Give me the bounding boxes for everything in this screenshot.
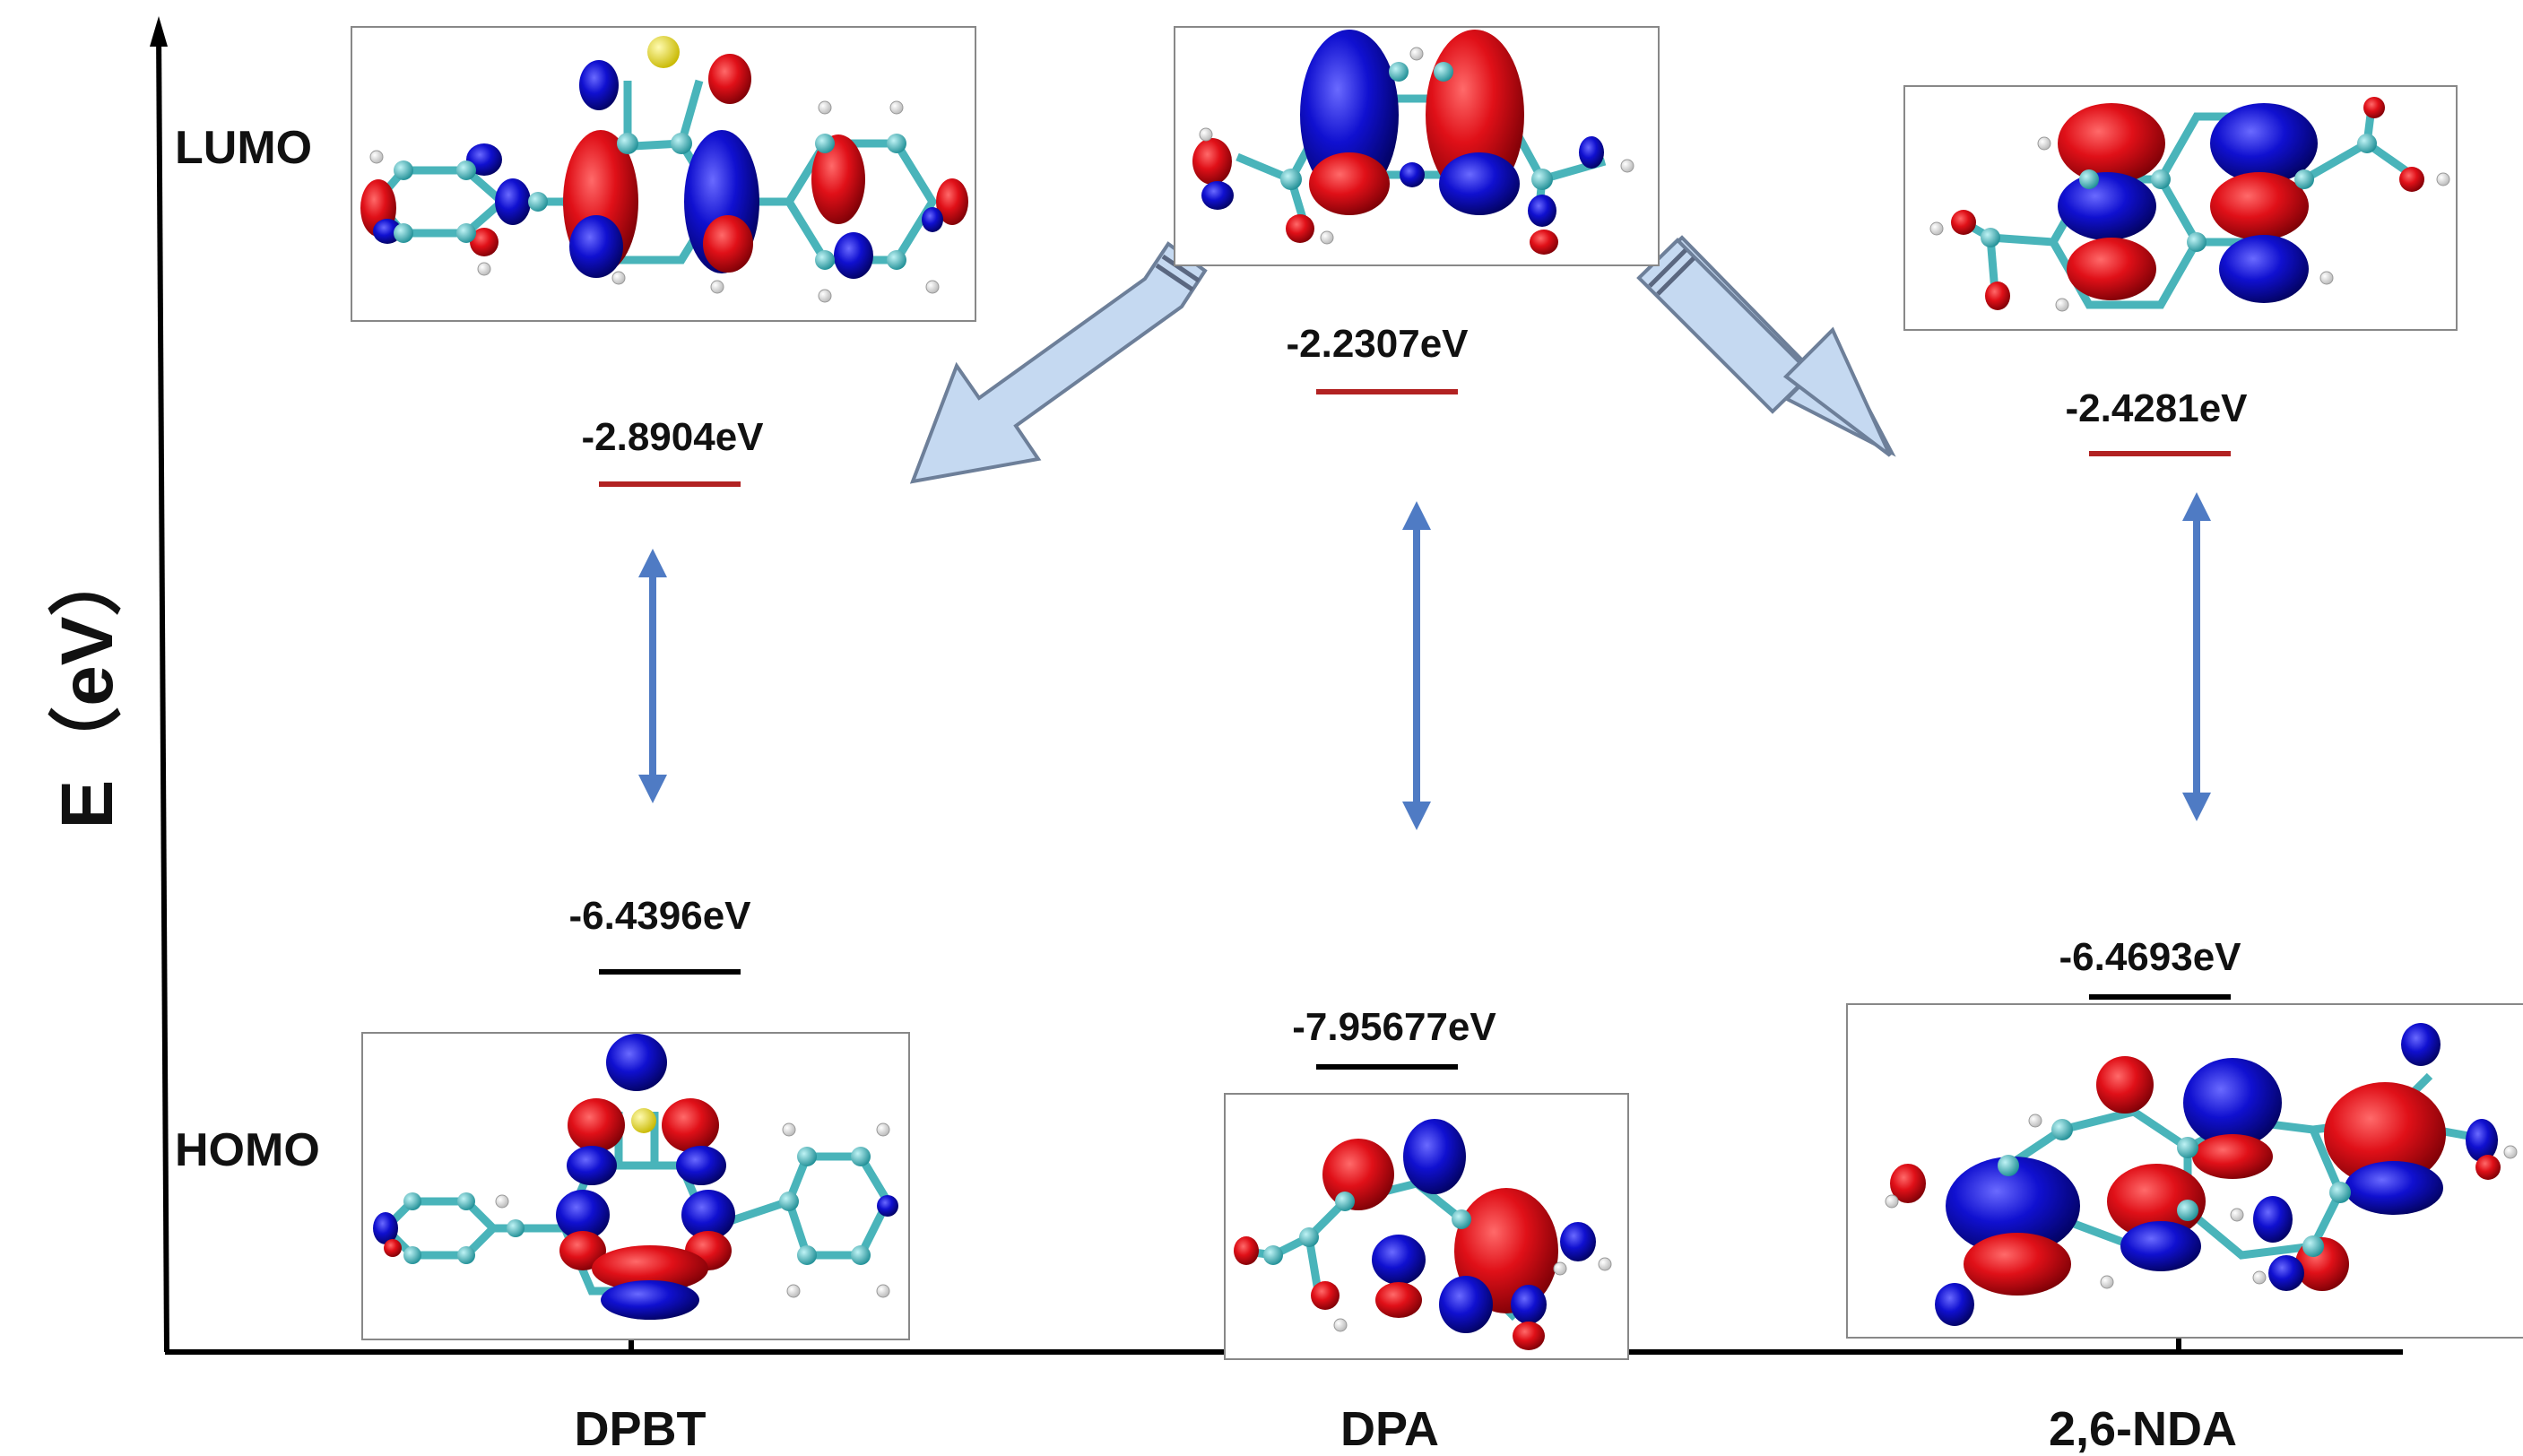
- orbital-panel-lumo-nda: [1903, 85, 2458, 331]
- block-arrow-left: [909, 241, 1208, 484]
- lumo-row-label: LUMO: [175, 122, 312, 174]
- homo-energy-nda: -6.4693eV: [2059, 935, 2241, 979]
- y-axis-arrowhead: [150, 16, 168, 47]
- lumo-energy-nda: -2.4281eV: [2065, 386, 2248, 430]
- molecule-label-dpa: DPA: [1340, 1402, 1439, 1456]
- molecule-label-nda: 2,6-NDA: [2049, 1402, 2237, 1456]
- energy-levels: -2.8904eV -6.4396eV -2.2307eV -7.95677eV…: [568, 322, 2248, 1070]
- orbital-panel-homo-nda: [1846, 1003, 2523, 1339]
- orbital-panel-homo-dpbt: [361, 1032, 910, 1340]
- y-axis-label: E（eV）: [47, 543, 128, 829]
- block-arrow-right: [1636, 235, 1896, 457]
- lumo-energy-dpa: -2.2307eV: [1286, 322, 1469, 366]
- orbital-panel-lumo-dpa: [1174, 26, 1660, 266]
- orbital-panel-homo-dpa: [1224, 1093, 1629, 1360]
- homo-energy-dpbt: -6.4396eV: [568, 894, 751, 938]
- y-axis-line: [156, 28, 169, 1353]
- lumo-energy-dpbt: -2.8904eV: [581, 415, 764, 459]
- molecule-label-dpbt: DPBT: [575, 1402, 707, 1456]
- homo-energy-dpa: -7.95677eV: [1292, 1005, 1496, 1049]
- orbital-panel-lumo-dpbt: [351, 26, 976, 322]
- homo-row-label: HOMO: [175, 1124, 320, 1176]
- gap-arrows: [638, 492, 2211, 830]
